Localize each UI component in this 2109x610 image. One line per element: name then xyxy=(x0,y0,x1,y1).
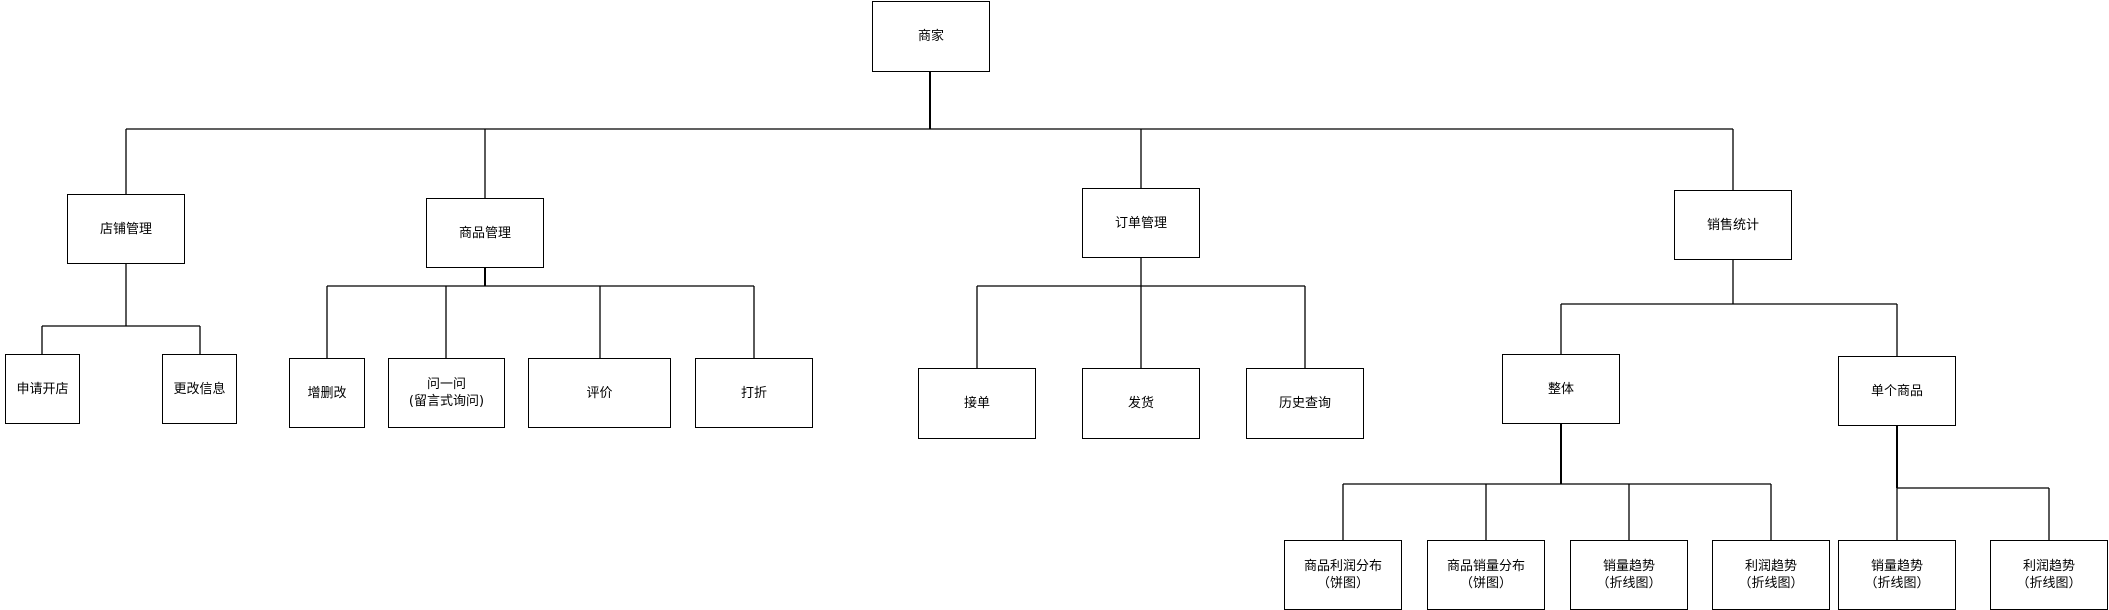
node-label-line: 问一问 xyxy=(426,377,466,392)
node-label-line: （饼图） xyxy=(1316,576,1369,591)
node-label-line: 利润趋势 xyxy=(2022,559,2075,574)
node-ship: 发货 xyxy=(1082,368,1200,439)
node-ask: 问一问 (留言式询问) xyxy=(388,358,505,428)
node-label-line: 打折 xyxy=(740,385,767,401)
node-label-line: 利润趋势 xyxy=(1744,559,1797,574)
node-single-profit-trend: 利润趋势 （折线图） xyxy=(1990,540,2108,610)
node-history-query: 历史查询 xyxy=(1246,368,1364,439)
node-label-line: 接单 xyxy=(963,396,990,411)
node-edit-info: 更改信息 xyxy=(162,354,237,424)
node-apply-store: 申请开店 xyxy=(5,354,80,424)
node-label-line: 商品管理 xyxy=(458,225,511,241)
node-label-line: （折线图） xyxy=(1738,576,1804,591)
node-profit-trend: 利润趋势 （折线图） xyxy=(1712,540,1830,610)
node-label-line: 商品销量分布 xyxy=(1446,559,1525,574)
node-label-line: 销售统计 xyxy=(1706,217,1759,233)
node-accept-order: 接单 xyxy=(918,368,1036,439)
node-label-line: 商家 xyxy=(917,29,944,44)
node-volume-distribution: 商品销量分布 （饼图） xyxy=(1427,540,1545,610)
node-label-line: 商品利润分布 xyxy=(1303,559,1382,574)
node-store-management: 店铺管理 xyxy=(67,194,185,264)
node-single-product: 单个商品 xyxy=(1838,356,1956,426)
node-profit-distribution: 商品利润分布 （饼图） xyxy=(1284,540,1402,610)
node-label-line: 评价 xyxy=(586,385,613,401)
node-overall: 整体 xyxy=(1502,354,1620,424)
node-label-line: （折线图） xyxy=(1596,576,1662,591)
node-label-line: （饼图） xyxy=(1459,576,1512,591)
node-label-line: 整体 xyxy=(1547,381,1574,397)
node-discount: 打折 xyxy=(695,358,813,428)
node-label-line: 申请开店 xyxy=(16,381,69,397)
node-merchant: 商家 xyxy=(872,1,990,72)
node-label-line: 增删改 xyxy=(307,385,347,401)
node-label-line: 订单管理 xyxy=(1114,215,1167,231)
node-label-line: 单个商品 xyxy=(1870,383,1923,399)
node-order-management: 订单管理 xyxy=(1082,188,1200,258)
node-label-line: 销量趋势 xyxy=(1602,559,1655,574)
node-label-line: （折线图） xyxy=(2016,576,2082,591)
node-label-line: 销量趋势 xyxy=(1870,559,1923,574)
node-single-volume-trend: 销量趋势 （折线图） xyxy=(1838,540,1956,610)
node-label-line: (留言式询问) xyxy=(408,394,485,409)
node-sales-statistics: 销售统计 xyxy=(1674,190,1792,260)
node-volume-trend: 销量趋势 （折线图） xyxy=(1570,540,1688,610)
node-label-line: 更改信息 xyxy=(173,381,226,397)
node-review: 评价 xyxy=(528,358,671,428)
node-goods-management: 商品管理 xyxy=(426,198,544,268)
node-label-line: 历史查询 xyxy=(1278,396,1331,411)
node-label-line: （折线图） xyxy=(1864,576,1930,591)
node-crud: 增删改 xyxy=(289,358,365,428)
node-label-line: 发货 xyxy=(1127,396,1154,411)
node-label-line: 店铺管理 xyxy=(99,221,152,237)
